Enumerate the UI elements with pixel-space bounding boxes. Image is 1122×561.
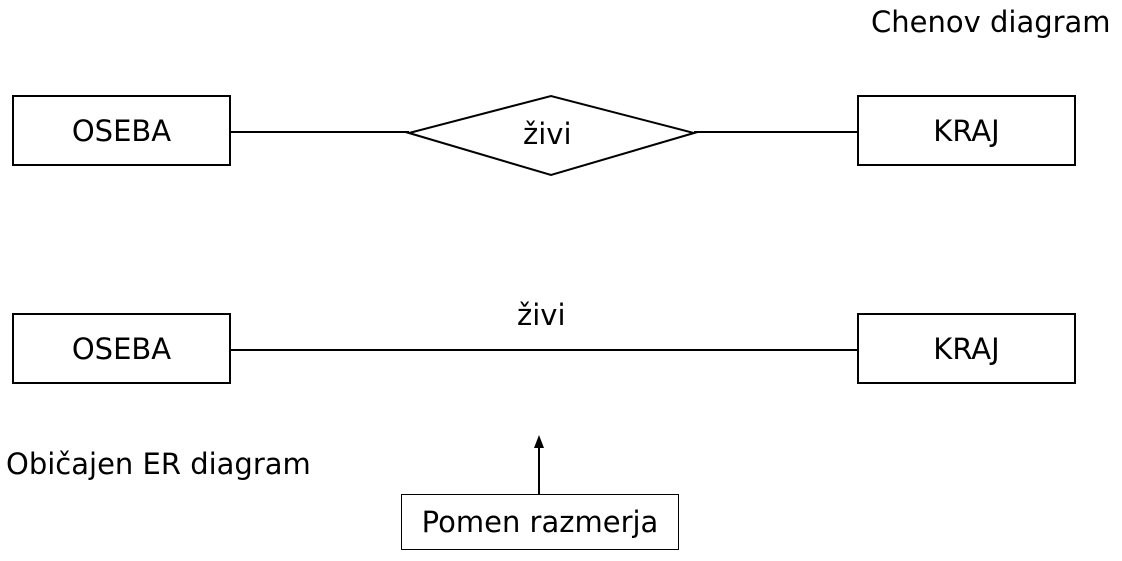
common-entity-kraj: KRAJ bbox=[857, 313, 1076, 384]
annotation-arrowhead bbox=[534, 435, 544, 448]
chen-entity-kraj: KRAJ bbox=[857, 95, 1076, 166]
common-entity-oseba-label: OSEBA bbox=[71, 331, 172, 366]
relationship-meaning-box: Pomen razmerja bbox=[401, 494, 679, 550]
chen-relationship-diamond bbox=[405, 94, 698, 177]
relationship-meaning-label: Pomen razmerja bbox=[421, 505, 659, 539]
chen-entity-kraj-label: KRAJ bbox=[933, 113, 1000, 148]
chen-relationship-label: živi bbox=[523, 117, 572, 151]
common-entity-oseba: OSEBA bbox=[12, 313, 231, 384]
common-relationship-label: živi bbox=[517, 298, 566, 332]
chen-entity-oseba-label: OSEBA bbox=[71, 113, 172, 148]
chen-diagram-title: Chenov diagram bbox=[871, 5, 1111, 39]
common-entity-kraj-label: KRAJ bbox=[933, 331, 1000, 366]
common-diagram-title: Običajen ER diagram bbox=[6, 447, 311, 481]
chen-entity-oseba: OSEBA bbox=[12, 95, 231, 166]
